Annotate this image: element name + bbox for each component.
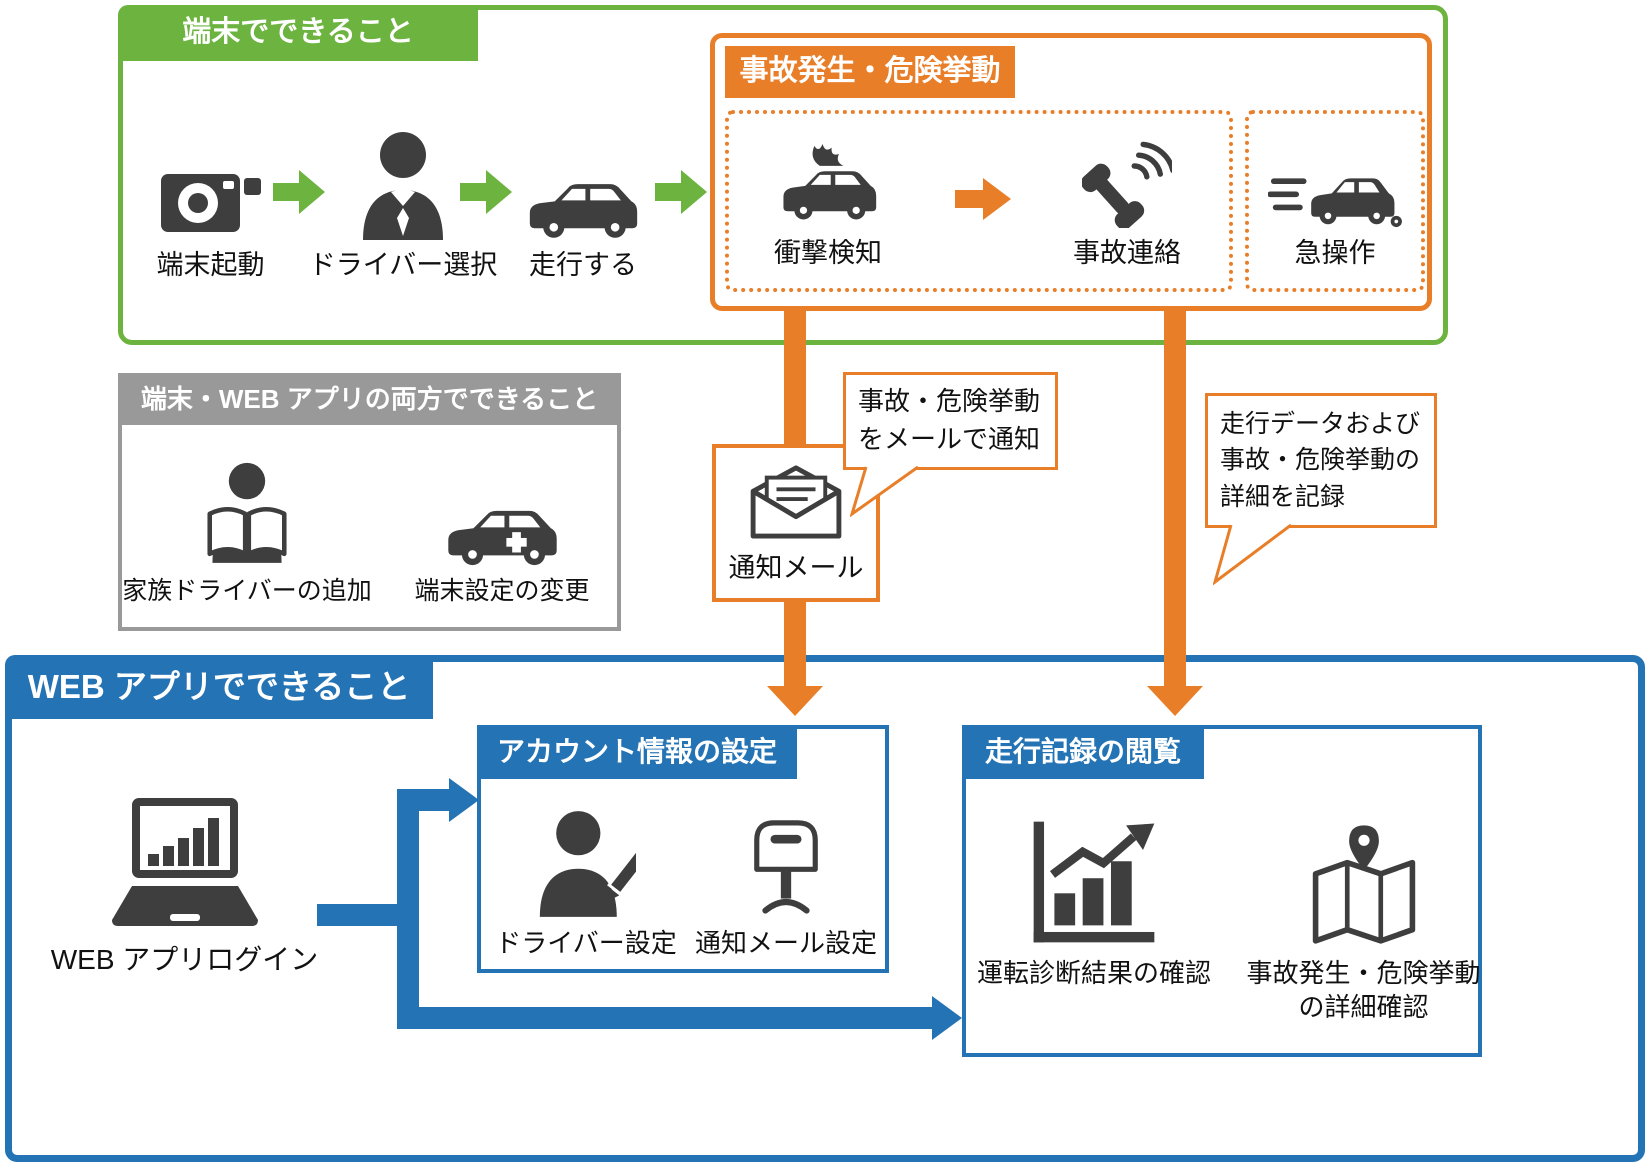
mail-settings-item: 通知メール設定 [686,797,886,961]
family-driver-label: 家族ドライバーの追加 [122,577,372,605]
impact-detect-item: 衝撃検知 [753,126,903,271]
device-section-box: 端末でできること 端末起動 [118,5,1448,345]
speeding-car-icon [1267,126,1403,228]
step-driver-select: ドライバー選択 [308,120,498,283]
car-plus-icon [440,449,565,567]
device-settings-label: 端末設定の変更 [414,577,590,605]
mail-notify-bubble-tail [849,465,922,523]
flow-arrow-icon [655,170,707,219]
mail-notify-bubble: 事故・危険挙動 をメールで通知 [843,372,1058,470]
open-mail-icon [744,462,848,545]
arrowhead-mail-to-web-icon [767,686,823,716]
record-data-bubble-tail [1212,523,1295,591]
driver-icon [360,120,446,240]
account-settings-box: アカウント情報の設定 ドライバー設定 [477,725,889,973]
diagnosis-result-label: 運転診断結果の確認 [976,958,1211,988]
camera-icon [160,120,261,240]
phone-call-icon [1082,126,1172,228]
flow-arrow-icon [460,170,512,219]
step-label: 端末起動 [156,250,265,280]
both-section-box: 端末・WEB アプリの両方でできること 家族ドライバーの追加 [118,373,621,631]
driver-edit-icon [536,797,636,919]
accident-box-title: 事故発生・危険挙動 [725,46,1015,98]
accident-detail-item: 事故発生・危険挙動 の詳細確認 [1236,807,1491,1025]
notification-mail-label: 通知メール [728,553,864,583]
mail-settings-label: 通知メール設定 [694,928,877,958]
both-section-title: 端末・WEB アプリの両方でできること [118,373,621,425]
mailbox-icon [743,797,829,919]
accident-contact-item: 事故連絡 [1052,126,1202,271]
notification-mail-box: 通知メール [712,444,880,602]
arrow-sudden-to-records [1164,306,1186,688]
burning-car-icon [778,126,878,228]
web-login-item: WEB アプリログイン [51,784,318,978]
impact-detect-label: 衝撃検知 [774,238,882,268]
driver-settings-item: ドライバー設定 [491,797,681,961]
accident-box: 事故発生・危険挙動 衝撃検知 [710,33,1432,311]
arrow-mail-to-web [784,596,806,688]
reading-person-icon [197,449,297,567]
device-section-title: 端末でできること [118,5,478,61]
step-label: 走行する [529,250,637,280]
driving-records-box: 走行記録の閲覧 運転診断結果の確認 [962,725,1482,1057]
car-icon [526,120,641,240]
arrowhead-to-account-icon [449,778,479,822]
web-login-label: WEB アプリログイン [50,944,319,975]
arrow-accident-to-mail [784,306,806,462]
web-section-box: WEB アプリでできること WEB アプリログイン [5,655,1645,1162]
flow-arrow-icon [955,178,1011,225]
diagnosis-result-item: 運転診断結果の確認 [974,807,1214,991]
impact-contact-group [725,110,1233,292]
arrowhead-sudden-to-records-icon [1147,686,1203,716]
login-connector-line [317,904,419,926]
family-driver-item: 家族ドライバーの追加 [122,449,372,608]
sudden-operation-item: 急操作 [1260,126,1410,271]
arrowhead-to-records-icon [932,996,962,1040]
step-device-start: 端末起動 [138,120,283,283]
accident-detail-label: 事故発生・危険挙動 の詳細確認 [1246,958,1481,1022]
chart-up-icon [1028,807,1160,949]
accident-contact-label: 事故連絡 [1073,238,1181,268]
connector-to-account [397,789,449,811]
record-data-bubble: 走行データおよび 事故・危険挙動の 詳細を記録 [1205,393,1437,528]
driving-records-title: 走行記録の閲覧 [962,725,1204,779]
account-settings-title: アカウント情報の設定 [477,725,797,779]
connector-vertical-line [397,789,419,1029]
map-pin-icon [1310,807,1418,949]
flow-arrow-icon [273,170,325,219]
connector-to-records [397,1007,932,1029]
step-drive: 走行する [483,120,683,283]
sudden-group [1245,110,1425,292]
step-label: ドライバー選択 [308,250,498,280]
device-settings-item: 端末設定の変更 [387,449,617,608]
web-section-title: WEB アプリでできること [5,655,433,719]
driver-settings-label: ドライバー設定 [495,928,677,958]
sudden-operation-label: 急操作 [1294,238,1376,268]
laptop-icon [110,784,260,934]
